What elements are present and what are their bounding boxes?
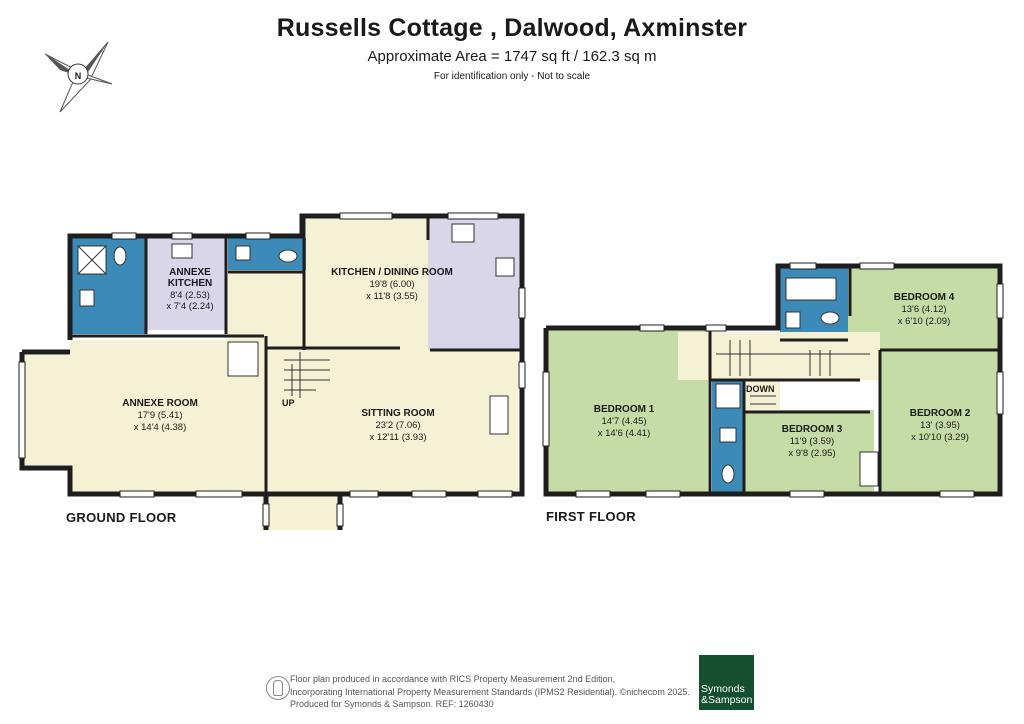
room-bedroom-1: BEDROOM 1 14'7 (4.45) x 14'6 (4.41) xyxy=(594,404,655,439)
room-name: KITCHEN / DINING ROOM xyxy=(331,267,453,278)
room-name: KITCHEN xyxy=(168,278,212,289)
room-dimension: x 6'10 (2.09) xyxy=(898,316,951,327)
room-kitchen-dining: KITCHEN / DINING ROOM 19'8 (6.00) x 11'8… xyxy=(331,267,453,302)
room-annexe-room: ANNEXE ROOM 17'9 (5.41) x 14'4 (4.38) xyxy=(122,398,198,433)
room-bedroom-2: BEDROOM 2 13' (3.95) x 10'10 (3.29) xyxy=(910,408,971,443)
footer-line: Floor plan produced in accordance with R… xyxy=(290,674,616,684)
room-dimension: x 9'8 (2.95) xyxy=(788,448,835,459)
room-dimension: 23'2 (7.06) xyxy=(375,420,420,431)
brand-logo: Symonds &Sampson xyxy=(699,655,754,710)
brand-name: Symonds xyxy=(701,683,745,695)
room-dimension: 13'6 (4.12) xyxy=(901,304,946,315)
room-sitting-room: SITTING ROOM 23'2 (7.06) x 12'11 (3.93) xyxy=(361,408,434,443)
footer-disclaimer: Floor plan produced in accordance with R… xyxy=(290,673,690,711)
room-dimension: x 10'10 (3.29) xyxy=(911,432,969,443)
room-name: BEDROOM 2 xyxy=(910,408,971,419)
footer-line: Incorporating International Property Mea… xyxy=(290,686,690,697)
room-dimension: x 7'4 (2.24) xyxy=(166,301,213,312)
room-name: ANNEXE ROOM xyxy=(122,398,198,409)
first-floor-label: FIRST FLOOR xyxy=(546,509,636,524)
room-dimension: 14'7 (4.45) xyxy=(601,416,646,427)
north-label: N xyxy=(75,71,82,81)
ipms-badge-icon xyxy=(266,676,290,700)
room-dimension: 13' (3.95) xyxy=(920,420,960,431)
identification-note: For identification only - Not to scale xyxy=(433,71,591,82)
person-icon xyxy=(273,680,283,696)
room-bedroom-3: BEDROOM 3 11'9 (3.59) x 9'8 (2.95) xyxy=(782,424,843,459)
room-bedroom-4: BEDROOM 4 13'6 (4.12) x 6'10 (2.09) xyxy=(894,292,955,327)
room-dimension: x 14'6 (4.41) xyxy=(598,428,651,439)
room-dimension: 8'4 (2.53) xyxy=(170,290,210,301)
room-dimension: x 14'4 (4.38) xyxy=(134,422,187,433)
stairs-down-label: DOWN xyxy=(746,384,775,394)
room-name: ANNEXE xyxy=(169,267,211,278)
room-annexe-kitchen: ANNEXE KITCHEN 8'4 (2.53) x 7'4 (2.24) xyxy=(166,267,213,312)
room-name: BEDROOM 3 xyxy=(782,424,843,435)
room-dimension: x 12'11 (3.93) xyxy=(369,432,426,443)
north-arrow-icon: N xyxy=(44,41,113,113)
plan-title: Russells Cottage , Dalwood, Axminster xyxy=(276,14,748,42)
ground-floor-label: GROUND FLOOR xyxy=(66,510,177,525)
room-dimension: 19'8 (6.00) xyxy=(369,279,414,290)
room-dimension: x 11'8 (3.55) xyxy=(366,291,418,302)
room-dimension: 11'9 (3.59) xyxy=(790,436,834,447)
room-name: SITTING ROOM xyxy=(361,408,434,419)
brand-name: &Sampson xyxy=(701,694,753,706)
footer-line: Produced for Symonds & Sampson. REF: 126… xyxy=(290,699,494,709)
stairs-up-label: UP xyxy=(282,398,295,408)
room-name: BEDROOM 4 xyxy=(894,292,955,303)
approximate-area: Approximate Area = 1747 sq ft / 162.3 sq… xyxy=(367,48,657,65)
room-dimension: 17'9 (5.41) xyxy=(137,410,182,421)
room-name: BEDROOM 1 xyxy=(594,404,655,415)
